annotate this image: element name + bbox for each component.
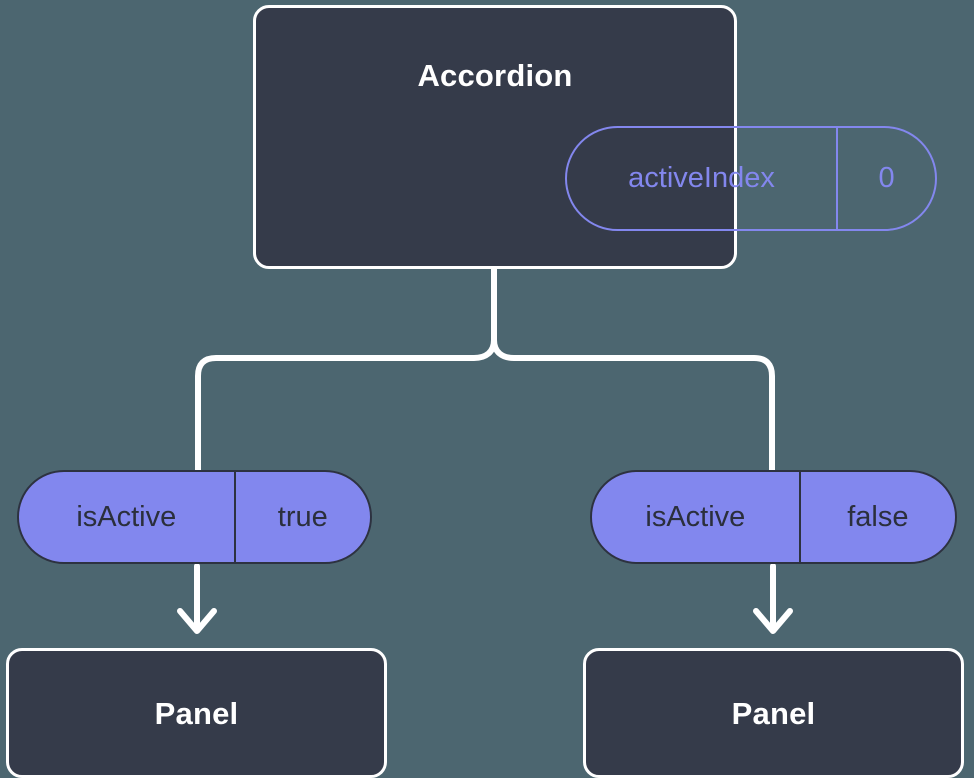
- component-node-panel-left[interactable]: Panel: [6, 648, 387, 778]
- state-pill-value: 0: [836, 128, 935, 229]
- component-node-accordion[interactable]: Accordion activeIndex 0: [253, 5, 937, 269]
- component-title: Panel: [154, 695, 239, 731]
- arrow-down-icon-right: [753, 563, 793, 634]
- prop-pill-value: false: [798, 472, 955, 562]
- connector-branch-left: [195, 337, 497, 473]
- prop-pill-isactive-false[interactable]: isActive false: [590, 470, 957, 564]
- connector-branch-right: [491, 337, 775, 473]
- state-pill-activeindex[interactable]: activeIndex 0: [565, 126, 937, 231]
- component-title: Panel: [731, 695, 816, 731]
- prop-pill-isactive-true[interactable]: isActive true: [17, 470, 372, 564]
- prop-pill-key: isActive: [76, 500, 177, 533]
- component-node-panel-right[interactable]: Panel: [583, 648, 964, 778]
- prop-pill-value: true: [233, 472, 370, 562]
- arrow-down-icon-left: [177, 563, 217, 634]
- state-pill-key: activeIndex: [628, 162, 775, 194]
- prop-pill-key: isActive: [645, 500, 746, 533]
- component-title: Accordion: [417, 58, 573, 93]
